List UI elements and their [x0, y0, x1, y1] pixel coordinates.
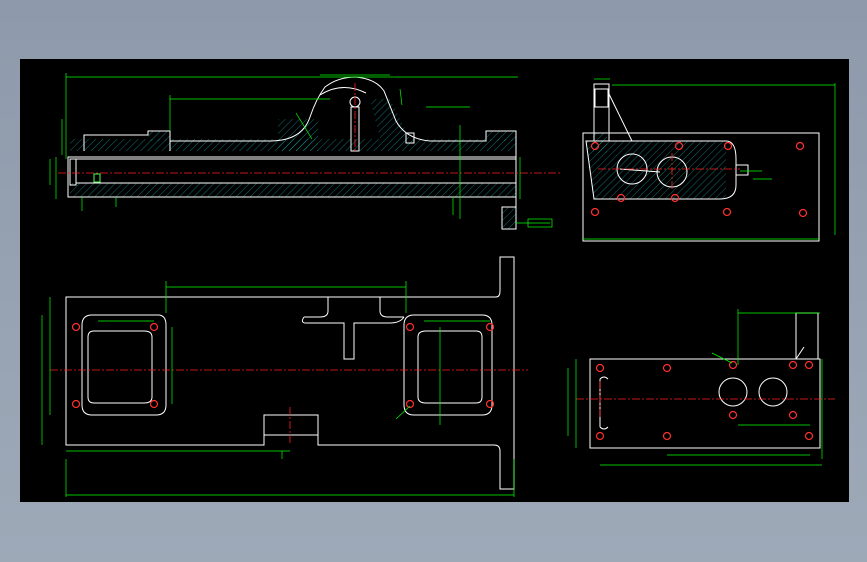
cad-drawing: [41, 73, 836, 497]
plan-outline: [65, 256, 515, 490]
drawing-canvas[interactable]: [20, 59, 849, 502]
dimension-lines: [49, 73, 553, 228]
side-view-right[interactable]: [582, 78, 836, 242]
side-dimensions: [583, 78, 836, 240]
end-outline: [589, 312, 821, 449]
plan-dimensions: [41, 281, 515, 497]
end-dimensions: [567, 309, 823, 466]
side-holes: [590, 141, 808, 218]
plan-view-bottom[interactable]: [41, 256, 528, 497]
end-holes: [595, 360, 814, 441]
section-outline: [67, 76, 517, 230]
end-view-bottom-right[interactable]: [567, 309, 835, 466]
hatch-regions: [70, 99, 516, 229]
section-view-front[interactable]: [49, 73, 560, 230]
side-hatch: [586, 133, 726, 199]
plan-holes: [71, 322, 495, 409]
